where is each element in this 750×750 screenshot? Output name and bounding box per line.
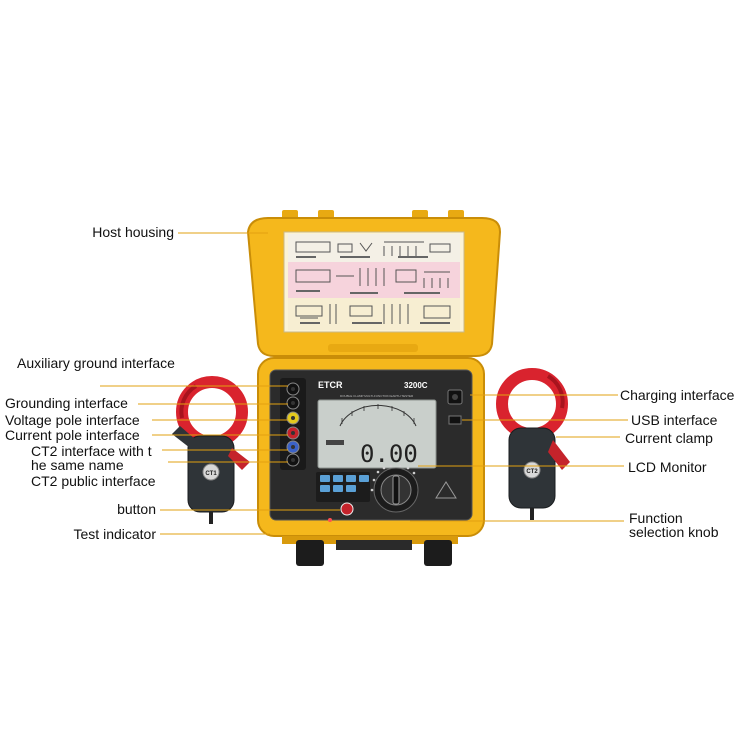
label-current-pole: Current pole interface xyxy=(5,427,140,443)
leader-lines xyxy=(100,232,628,535)
clamp-ct1-label: CT1 xyxy=(205,471,217,477)
keypad-button[interactable] xyxy=(320,485,330,492)
test-button[interactable] xyxy=(340,502,354,516)
keypad-button[interactable] xyxy=(333,485,343,492)
lid xyxy=(246,210,502,357)
label-voltage-pole: Voltage pole interface xyxy=(5,412,140,428)
test-indicator-light xyxy=(328,518,332,522)
label-ct2-public: CT2 public interface xyxy=(31,473,156,489)
label-function-line2: selection knob xyxy=(629,524,719,540)
clamp-ct1: CT1 xyxy=(172,376,250,524)
label-button: button xyxy=(117,501,156,517)
clamp-ct2: CT2 xyxy=(496,368,570,520)
keypad-button[interactable] xyxy=(346,485,356,492)
clamp-ct2-label: CT2 xyxy=(526,469,538,475)
base: ETCR 3200C DOUBLE CLAMP MULTI-FUNCTION E… xyxy=(257,357,485,566)
function-knob[interactable] xyxy=(370,464,419,513)
keypad-button[interactable] xyxy=(320,475,330,482)
label-usb: USB interface xyxy=(631,412,718,428)
label-lcd-monitor: LCD Monitor xyxy=(628,459,707,475)
label-current-clamp: Current clamp xyxy=(625,430,713,446)
brand-text: ETCR xyxy=(318,380,343,390)
label-charging: Charging interface xyxy=(620,387,735,403)
keypad xyxy=(316,472,370,522)
label-test-indicator: Test indicator xyxy=(73,526,156,542)
label-aux-ground: Auxiliary ground interface xyxy=(17,355,175,371)
model-text: 3200C xyxy=(404,381,428,390)
lcd-reading: 0.00 xyxy=(360,440,418,468)
keypad-button[interactable] xyxy=(359,475,369,482)
usb-port[interactable] xyxy=(448,415,462,425)
lcd-monitor xyxy=(317,399,437,469)
label-grounding: Grounding interface xyxy=(5,395,128,411)
label-ct2-same-line2: he same name xyxy=(31,457,124,473)
label-host-housing: Host housing xyxy=(92,224,174,240)
keypad-button[interactable] xyxy=(346,475,356,482)
label-function-line1: Function xyxy=(629,510,683,526)
label-ct2-same-line1: CT2 interface with t xyxy=(31,443,152,459)
subtitle-text: DOUBLE CLAMP MULTI-FUNCTION EARTH TESTER xyxy=(340,394,414,398)
keypad-button[interactable] xyxy=(333,475,343,482)
